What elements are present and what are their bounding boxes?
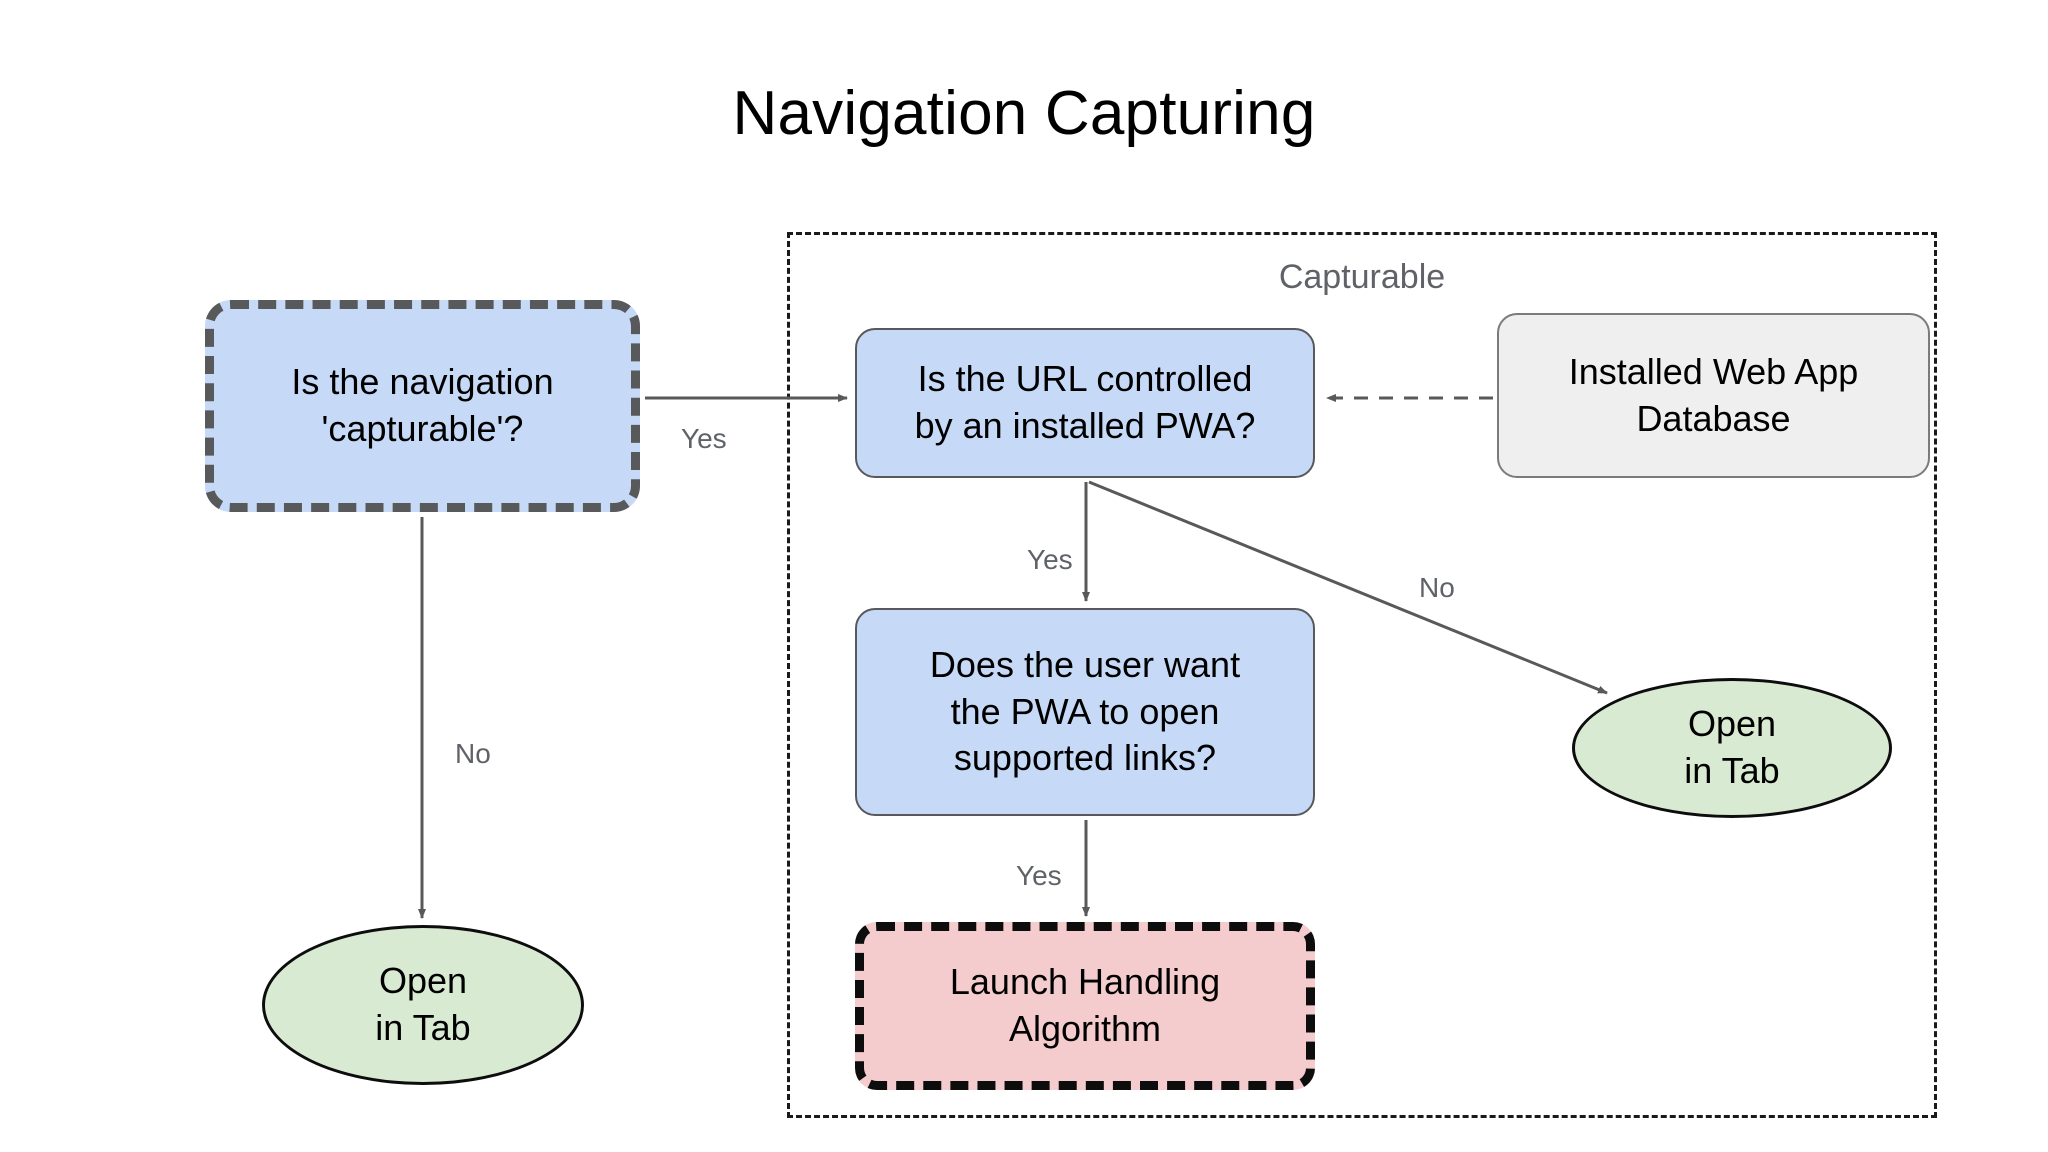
edge-label-url-no: No [1419,572,1455,603]
page-title: Navigation Capturing [732,79,1316,148]
edge-label-user-want-yes: Yes [1016,860,1062,891]
node-capturable-question[interactable]: Is the navigation 'capturable'? [205,300,640,512]
node-launch-handling-algorithm[interactable]: Launch Handling Algorithm [855,922,1315,1090]
capturable-group-label: Capturable [1278,258,1446,296]
node-open-in-tab-right[interactable]: Open in Tab [1572,678,1892,818]
capturable-group-container [787,232,1937,1118]
node-installed-web-app-database[interactable]: Installed Web App Database [1497,313,1930,478]
edge-label-capturable-no: No [455,738,491,769]
edge-label-capturable-yes: Yes [681,423,727,454]
edge-label-url-yes: Yes [1027,544,1073,575]
node-user-want-question[interactable]: Does the user want the PWA to open suppo… [855,608,1315,816]
node-open-in-tab-left[interactable]: Open in Tab [262,925,584,1085]
node-url-question[interactable]: Is the URL controlled by an installed PW… [855,328,1315,478]
